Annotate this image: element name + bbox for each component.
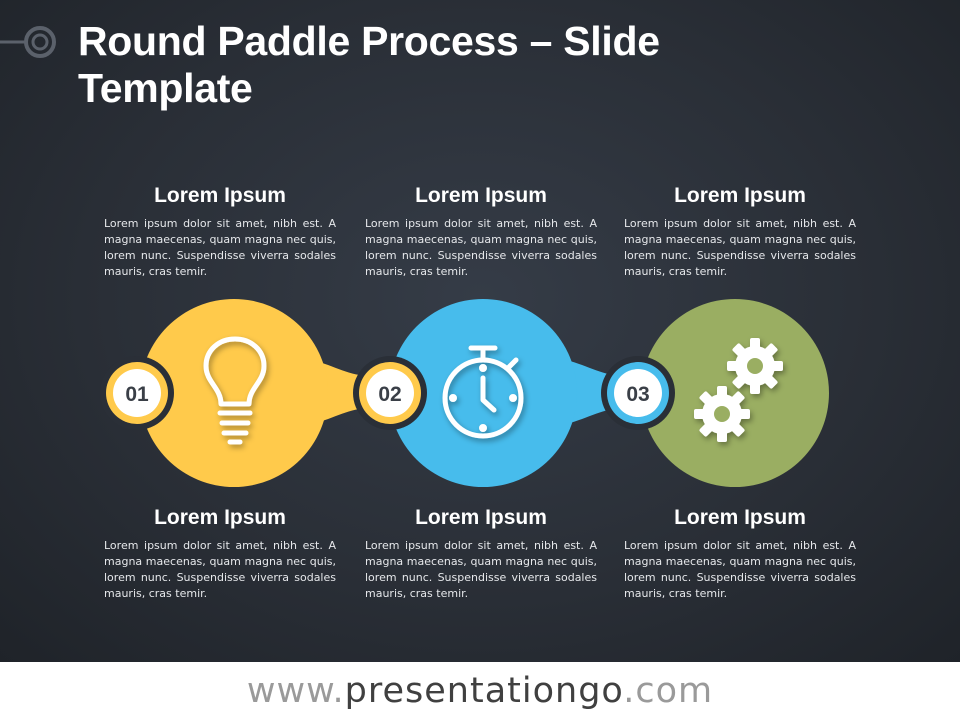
step-2-bottom-text: Lorem ipsum dolor sit amet, nibh est. A … xyxy=(365,539,597,600)
step-3-top-block: Lorem Ipsum Lorem ipsum dolor sit amet, … xyxy=(624,183,856,280)
step-1-circle xyxy=(140,299,328,487)
step-2-bottom-heading: Lorem Ipsum xyxy=(415,506,547,529)
slide: Round Paddle Process – Slide Template Lo… xyxy=(0,0,960,662)
step-1-number-badge: 01 xyxy=(100,356,174,430)
step-3-top-heading: Lorem Ipsum xyxy=(674,184,806,207)
step-3-bottom-block: Lorem Ipsum Lorem ipsum dolor sit amet, … xyxy=(624,505,856,602)
step-1-paddle xyxy=(140,299,372,487)
step-2-top-text: Lorem ipsum dolor sit amet, nibh est. A … xyxy=(365,217,597,278)
step-1-bottom-heading: Lorem Ipsum xyxy=(154,506,286,529)
step-2-top-heading: Lorem Ipsum xyxy=(415,184,547,207)
step-2-bottom-block: Lorem Ipsum Lorem ipsum dolor sit amet, … xyxy=(365,505,597,602)
paddle-process-diagram: 01 02 03 xyxy=(100,299,829,487)
step-3-bottom-text: Lorem ipsum dolor sit amet, nibh est. A … xyxy=(624,539,856,600)
step-3-number-badge: 03 xyxy=(601,356,675,430)
step-1-top-block: Lorem Ipsum Lorem ipsum dolor sit amet, … xyxy=(104,183,336,280)
step-1-top-text: Lorem ipsum dolor sit amet, nibh est. A … xyxy=(104,217,336,278)
step-3-number: 03 xyxy=(626,383,649,406)
step-2-top-block: Lorem Ipsum Lorem ipsum dolor sit amet, … xyxy=(365,183,597,280)
step-1-top-heading: Lorem Ipsum xyxy=(154,184,286,207)
step-2-number: 02 xyxy=(378,383,401,406)
step-1-bottom-block: Lorem Ipsum Lorem ipsum dolor sit amet, … xyxy=(104,505,336,602)
step-2-number-badge: 02 xyxy=(353,356,427,430)
title-decoration-icon xyxy=(0,26,56,58)
lightbulb-icon xyxy=(203,336,267,445)
step-3-bottom-heading: Lorem Ipsum xyxy=(674,506,806,529)
footer-suffix: .com xyxy=(623,671,714,711)
footer-prefix: www. xyxy=(246,671,345,711)
step-1-number: 01 xyxy=(125,383,149,406)
step-1-bottom-text: Lorem ipsum dolor sit amet, nibh est. A … xyxy=(104,539,336,600)
stopwatch-icon xyxy=(442,345,524,439)
footer-url[interactable]: www.presentationgo.com xyxy=(0,662,960,720)
gears-icon xyxy=(694,338,783,442)
footer-brand: presentationgo xyxy=(344,671,624,711)
step-3-circle xyxy=(641,299,829,487)
slide-title: Round Paddle Process – Slide Template xyxy=(78,18,660,111)
step-3-top-text: Lorem ipsum dolor sit amet, nibh est. A … xyxy=(624,217,856,278)
